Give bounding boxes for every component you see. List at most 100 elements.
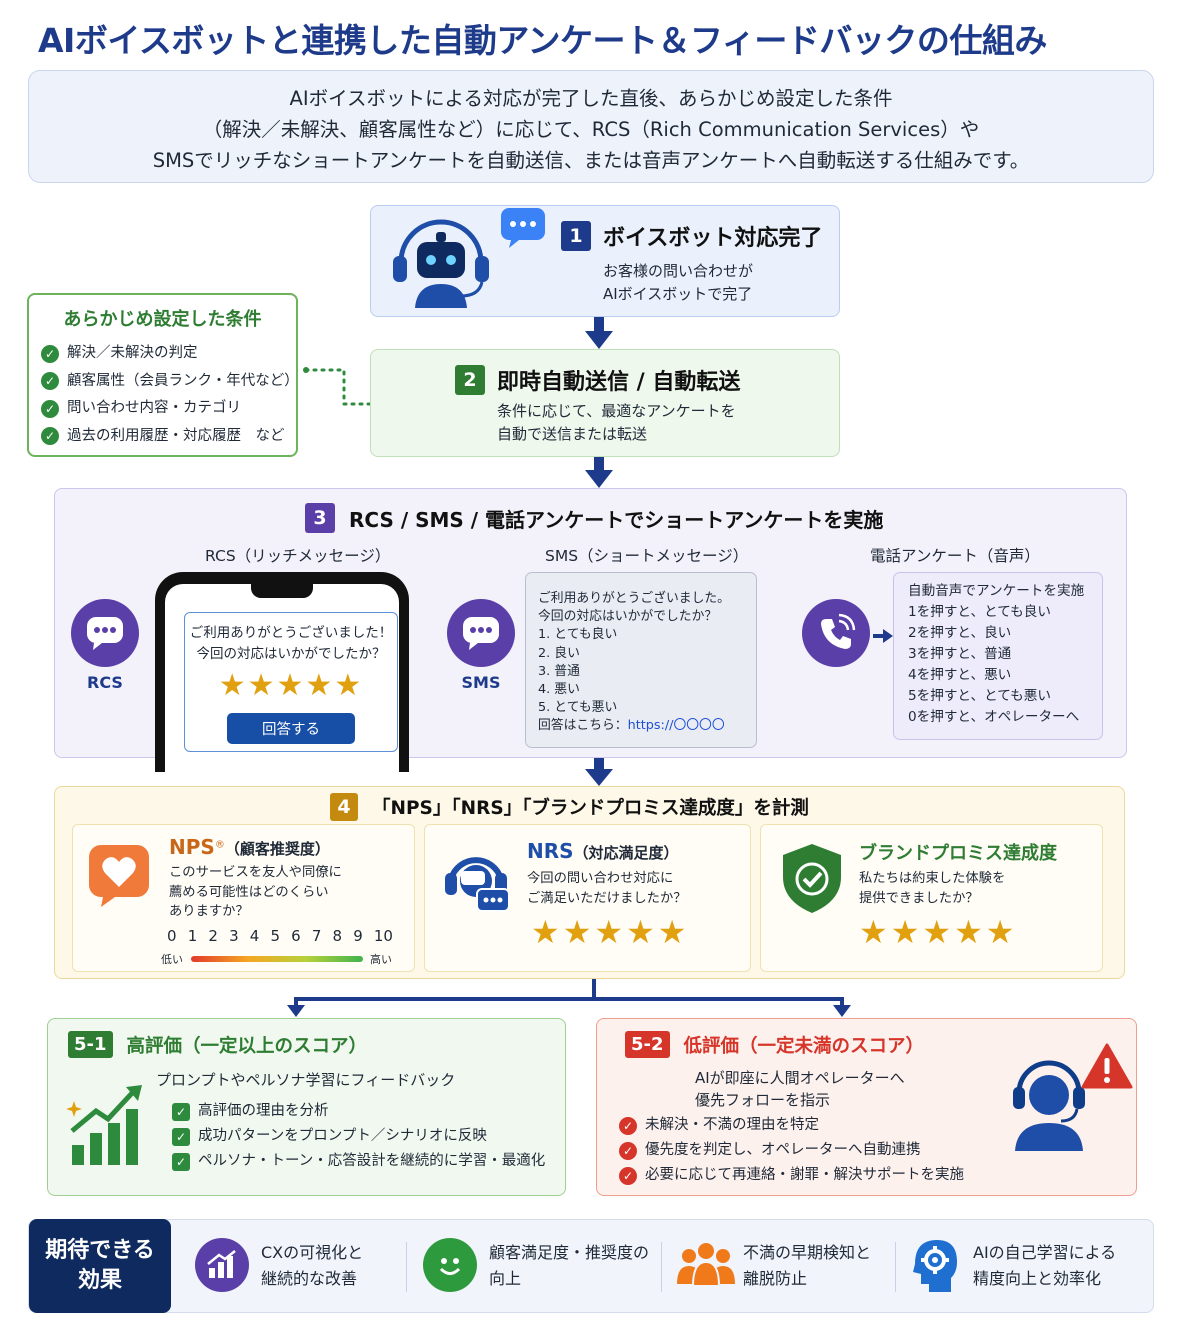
- growth-chart-icon: [66, 1085, 142, 1165]
- low-score-sub-1: AIが即座に人間オペレーターへ: [695, 1069, 905, 1087]
- nps-question-1: このサービスを友人や同僚に: [169, 865, 342, 880]
- intro-line-3: SMSでリッチなショートアンケートを自動送信、または音声アンケートへ自動転送する…: [152, 149, 1030, 172]
- smile-icon: [423, 1238, 477, 1292]
- nps-scale-tick: 7: [311, 927, 322, 945]
- step-1-sub-2: AIボイスボットで完了: [603, 285, 753, 303]
- operator-icon: [1013, 1060, 1085, 1151]
- nps-name: NPS: [169, 835, 215, 859]
- rcs-heading: RCS（リッチメッセージ）: [205, 547, 391, 565]
- dotted-connector: [303, 367, 372, 406]
- chart-up-icon: [195, 1238, 249, 1292]
- rcs-stars[interactable]: ★★★★★: [218, 668, 364, 703]
- check-icon: ✓: [619, 1166, 637, 1185]
- rcs-answer-button[interactable]: 回答する: [227, 713, 355, 744]
- brand-question-2: 提供できましたか？: [859, 890, 979, 906]
- brand-name: ブランドプロミス達成度: [859, 843, 1057, 864]
- nrs-stars: ★★★★★: [531, 913, 690, 951]
- step-3-number: 3: [305, 503, 335, 533]
- nps-question-3: ありますか？: [169, 904, 249, 919]
- condition-item: ✓顧客属性（会員ランク・年代など）: [41, 368, 299, 396]
- tel-heading: 電話アンケート（音声）: [870, 547, 1040, 565]
- check-icon: ✓: [41, 344, 59, 363]
- intro-line-2: （解決／未解決、顧客属性など）に応じて、RCS（Rich Communicati…: [202, 118, 980, 141]
- arrow-right-icon: [873, 629, 893, 643]
- nps-scale-tick: 4: [249, 927, 260, 945]
- check-icon: ✓: [41, 372, 59, 391]
- nps-paren: （顧客推奨度）: [224, 840, 330, 858]
- tel-line: 4を押すと、悪い: [908, 667, 1012, 683]
- step-4-title: 「NPS」「NRS」「ブランドプロミス達成度」を計測: [372, 798, 809, 819]
- nrs-question-1: 今回の問い合わせ対応に: [527, 871, 674, 886]
- sms-message-box: ご利用ありがとうございました。 今回の対応はいかがでしたか？ 1. とても良い …: [525, 572, 757, 748]
- shield-check-icon: [783, 844, 841, 913]
- tel-line: 自動音声でアンケートを実施: [908, 583, 1085, 599]
- check-icon: ✓: [172, 1127, 190, 1146]
- sms-line: 1. とても良い: [538, 627, 618, 643]
- nps-scale-tick: 2: [208, 927, 218, 945]
- step-1-title: ボイスボット対応完了: [603, 226, 823, 251]
- sms-line: 5. とても悪い: [538, 700, 618, 716]
- rcs-message-card: ご利用ありがとうございました！ 今回の対応はいかがでしたか？ ★★★★★ 回答す…: [184, 612, 398, 752]
- step-3-title: RCS / SMS / 電話アンケートでショートアンケートを実施: [349, 507, 884, 532]
- low-score-box: 5-2 低評価（一定未満のスコア） AIが即座に人間オペレーターへ 優先フォロー…: [596, 1018, 1137, 1196]
- effect-item: 顧客満足度・推奨度の向上: [489, 1243, 650, 1288]
- step-2-box: 2 即時自動送信 / 自動転送 条件に応じて、最適なアンケートを 自動で送信また…: [370, 349, 840, 457]
- tel-line: 1を押すと、とても良い: [908, 604, 1051, 620]
- effects-heading: 期待できる 効果: [29, 1219, 171, 1313]
- low-score-title: 低評価（一定未満のスコア）: [683, 1035, 925, 1057]
- arrow-down-icon: [585, 457, 613, 488]
- brand-question-1: 私たちは約束した体験を: [859, 871, 1006, 886]
- nps-scale-tick: 9: [353, 927, 363, 945]
- check-icon: ✓: [619, 1141, 637, 1160]
- warning-icon: [1081, 1043, 1133, 1089]
- low-score-item: ✓必要に応じて再連絡・謝罪・解決サポートを実施: [619, 1163, 964, 1188]
- high-score-item: ✓高評価の理由を分析: [172, 1099, 545, 1124]
- rcs-chat-icon: [71, 599, 139, 667]
- check-icon: ✓: [172, 1152, 190, 1171]
- condition-item: ✓過去の利用履歴・対応履歴 など: [41, 423, 285, 451]
- conditions-panel: あらかじめ設定した条件 ✓解決／未解決の判定 ✓顧客属性（会員ランク・年代など）…: [27, 293, 299, 457]
- sms-line: 3. 普通: [538, 663, 580, 679]
- headset-support-icon: [445, 857, 510, 912]
- brain-gear-icon: [913, 1240, 957, 1292]
- brand-stars: ★★★★★: [859, 913, 1018, 951]
- nps-high-label: 高い: [370, 953, 392, 966]
- divider: [406, 1242, 407, 1292]
- tel-survey-box: 自動音声でアンケートを実施 1を押すと、とても良い 2を押すと、良い 3を押すと…: [893, 572, 1103, 740]
- divider: [895, 1242, 896, 1292]
- people-icon: [677, 1243, 735, 1287]
- tel-line: 2を押すと、良い: [908, 625, 1012, 641]
- low-score-tag: 5-2: [625, 1031, 670, 1058]
- nps-card: NPS®（顧客推奨度） このサービスを友人や同僚に 薦める可能性はどのくらい あ…: [72, 824, 415, 972]
- nrs-name: NRS: [527, 839, 574, 863]
- condition-item: ✓解決／未解決の判定: [41, 340, 284, 368]
- phone-screen: ご利用ありがとうございました！ 今回の対応はいかがでしたか？ ★★★★★ 回答す…: [165, 584, 399, 772]
- nps-scale-tick: 0: [167, 927, 177, 945]
- high-score-tag: 5-1: [68, 1031, 113, 1058]
- nps-scale-tick: 1: [187, 927, 198, 945]
- page-title: AIボイスボットと連携した自動アンケート＆フィードバックの仕組み: [38, 21, 1047, 60]
- robot-icon: [393, 219, 489, 308]
- check-icon: ✓: [41, 399, 59, 418]
- sms-line: ご利用ありがとうございました。: [538, 591, 730, 606]
- rcs-msg-1: ご利用ありがとうございました！: [189, 625, 393, 641]
- sms-answer-link[interactable]: https://〇〇〇〇: [627, 718, 725, 734]
- divider: [661, 1242, 662, 1292]
- nps-scale-tick: 6: [291, 927, 301, 945]
- arrow-down-icon: [585, 317, 613, 349]
- tel-line: 3を押すと、普通: [908, 646, 1012, 662]
- sms-chat-icon: [447, 599, 515, 667]
- step-2-title: 即時自動送信 / 自動転送: [497, 370, 741, 395]
- nps-question-2: 薦める可能性はどのくらい: [169, 884, 329, 900]
- high-score-item: ✓成功パターンをプロンプト／シナリオに反映: [172, 1124, 545, 1149]
- check-icon: ✓: [41, 427, 59, 446]
- tel-line: 0を押すと、オペレーターへ: [908, 709, 1080, 725]
- condition-item: ✓問い合わせ内容・カテゴリ: [41, 395, 284, 423]
- high-score-sub: プロンプトやペルソナ学習にフィードバック: [156, 1071, 456, 1089]
- branch-arrows: [287, 979, 851, 1017]
- nps-scale-tick: 5: [270, 927, 280, 945]
- step-4-number: 4: [330, 793, 358, 821]
- step-2-sub-1: 条件に応じて、最適なアンケートを: [497, 402, 736, 420]
- phone-notch: [251, 584, 313, 598]
